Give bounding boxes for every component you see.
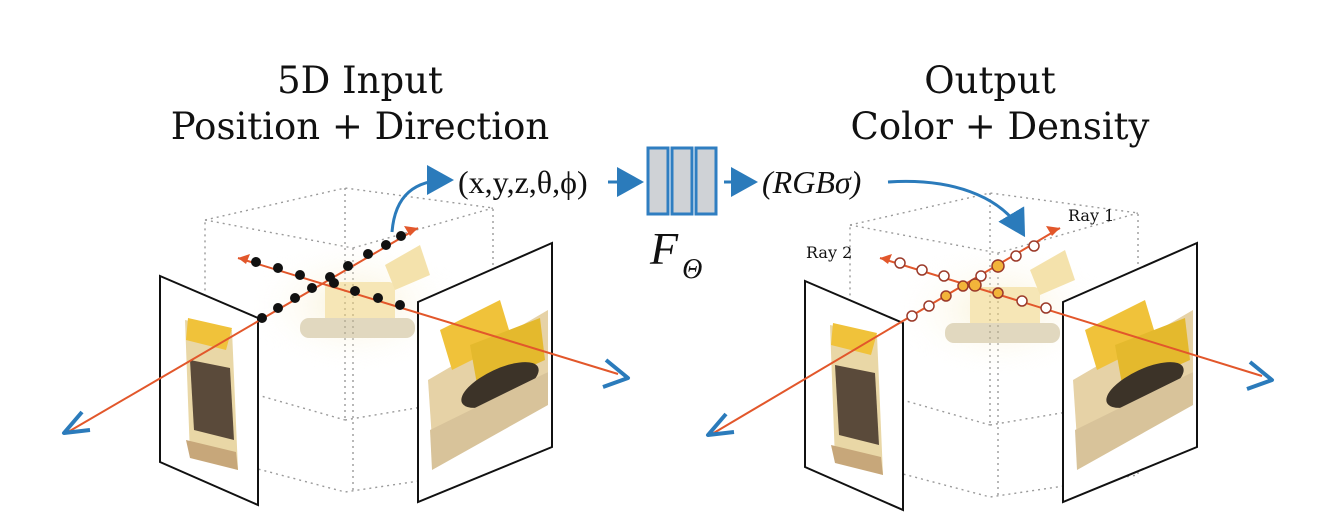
camera-view-left <box>804 279 904 512</box>
input-scene <box>62 165 630 507</box>
camera-origin-icon <box>1246 360 1274 391</box>
input-title-line1: 5D Input <box>277 59 443 102</box>
camera-origin-icon <box>602 358 630 389</box>
input-formula: (x,y,z,θ,ϕ) <box>458 164 588 200</box>
camera-origin-icon <box>706 412 735 437</box>
output-title-line2: Color + Density <box>850 105 1150 148</box>
ray-arrowhead-icon <box>238 254 250 264</box>
output-sample-points <box>894 240 1052 322</box>
input-formula-text: (x,y,z,θ,ϕ) <box>458 164 588 200</box>
ray-1-label: Ray 1 <box>1068 206 1115 225</box>
camera-view-right <box>1062 241 1198 504</box>
output-formula: (RGBσ) <box>762 164 861 200</box>
ray-2-label: Ray 2 <box>806 243 853 262</box>
camera-view-left <box>159 274 259 507</box>
output-to-scene-arrow <box>887 179 1026 238</box>
ray-arrowhead-icon <box>880 254 892 264</box>
output-title-line1: Output <box>924 59 1056 102</box>
camera-ray-left <box>67 227 419 433</box>
ray-arrowhead-icon <box>404 226 418 236</box>
network-symbol: F <box>650 223 679 274</box>
network-subscript: Θ <box>682 254 703 285</box>
output-scene <box>706 179 1274 512</box>
output-formula-text: (RGBσ) <box>762 164 862 200</box>
mlp-network-icon <box>646 146 718 216</box>
input-to-formula-arrow <box>390 165 454 233</box>
sample-points <box>251 231 406 323</box>
camera-origin-icon <box>62 410 91 435</box>
ray-arrowhead-icon <box>1046 226 1060 236</box>
input-title-line2: Position + Direction <box>170 105 550 148</box>
